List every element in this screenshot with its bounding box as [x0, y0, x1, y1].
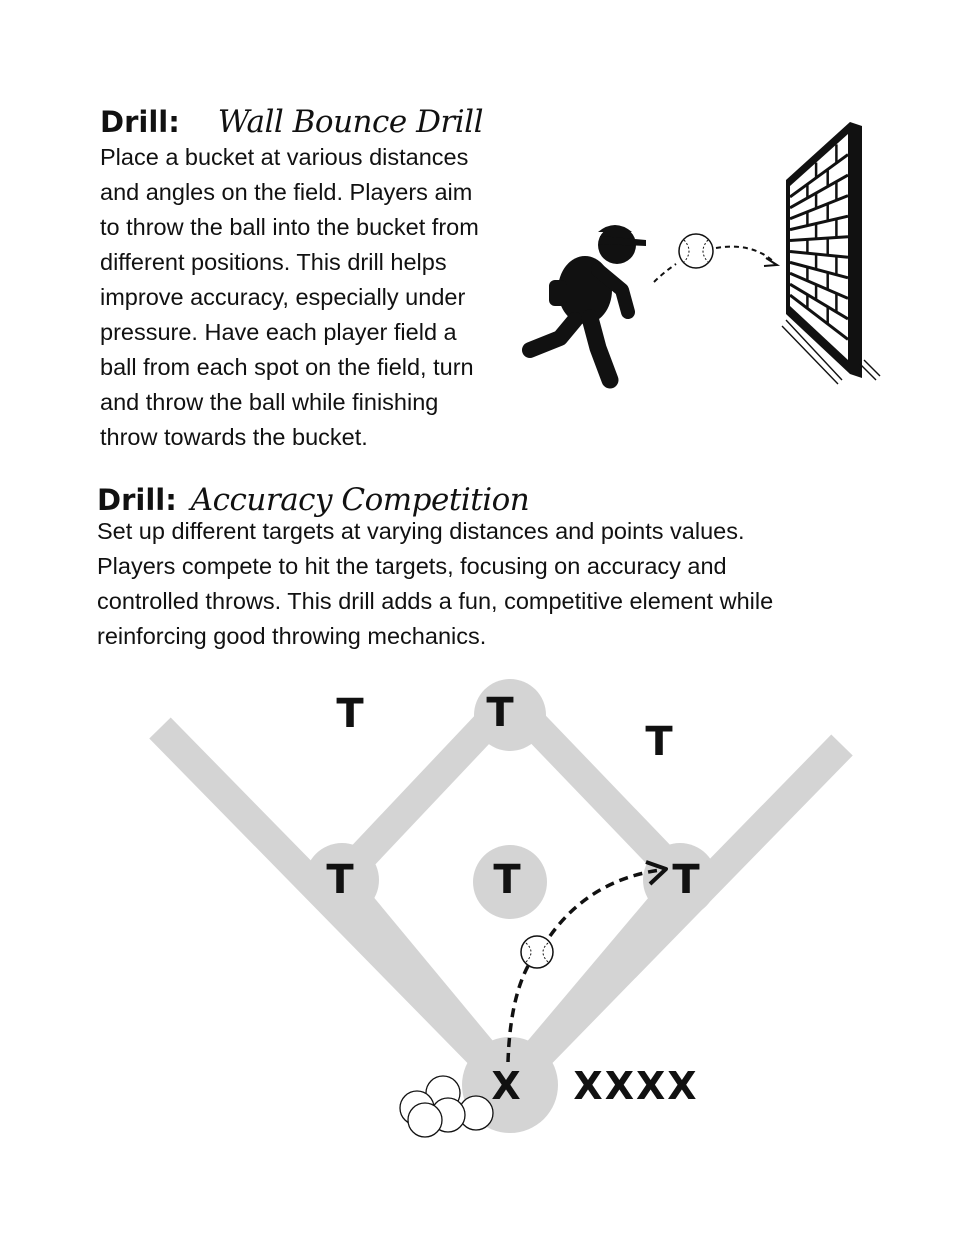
- text-line: to throw the ball into the bucket from: [100, 214, 479, 240]
- text-line: controlled throws. This drill adds a fun…: [97, 588, 774, 614]
- target-marker: T: [486, 690, 514, 736]
- text-line: reinforcing good throwing mechanics.: [97, 623, 487, 649]
- drill2-label: Drill:: [97, 483, 177, 517]
- brick-wall-icon: [781, 122, 881, 385]
- text-line: and throw the ball while finishing: [100, 389, 439, 415]
- target-marker: T: [672, 857, 700, 903]
- drill1-description: Place a bucket at various distances and …: [100, 140, 530, 455]
- text-line: Set up different targets at varying dist…: [97, 518, 745, 544]
- throw-arrow: [715, 245, 775, 263]
- drill2-heading: Drill: Accuracy Competition: [97, 482, 530, 518]
- baseball-icon: [520, 935, 554, 969]
- text-line: improve accuracy, especially under: [100, 284, 466, 310]
- drill1-label: Drill:: [100, 105, 180, 139]
- arrow-head-icon: [645, 860, 668, 886]
- target-marker: T: [645, 719, 673, 765]
- throw-trail: [653, 263, 677, 283]
- waiting-players-marker: XXXX: [573, 1064, 698, 1108]
- target-marker: T: [326, 857, 354, 903]
- text-line: and angles on the field. Players aim: [100, 179, 473, 205]
- target-marker: T: [336, 691, 364, 737]
- ball-pile: [399, 1075, 494, 1138]
- baseball-icon: [678, 233, 714, 269]
- drill1-heading: Drill: Wall Bounce Drill: [100, 104, 483, 140]
- text-line: Players compete to hit the targets, focu…: [97, 553, 727, 579]
- wall-bounce-illustration: [522, 122, 881, 389]
- text-line: Place a bucket at various distances: [100, 144, 469, 170]
- text-line: different positions. This drill helps: [100, 249, 447, 275]
- drill2-description: Set up different targets at varying dist…: [97, 514, 887, 654]
- text-line: pressure. Have each player field a: [100, 319, 457, 345]
- text-line: throw towards the bucket.: [100, 424, 368, 450]
- field-diagram: T T T T T T X XXXX: [149, 679, 853, 1138]
- throw-path: [548, 868, 661, 938]
- drill1-title: Wall Bounce Drill: [217, 104, 484, 140]
- throw-path: [506, 965, 530, 1063]
- drill2-title: Accuracy Competition: [190, 482, 530, 518]
- text-line: ball from each spot on the field, turn: [100, 354, 474, 380]
- arrow-head-icon: [763, 257, 781, 267]
- player-icon: [522, 225, 646, 389]
- player-marker: X: [491, 1064, 520, 1108]
- field-bases: [305, 679, 717, 1133]
- target-marker: T: [493, 857, 521, 903]
